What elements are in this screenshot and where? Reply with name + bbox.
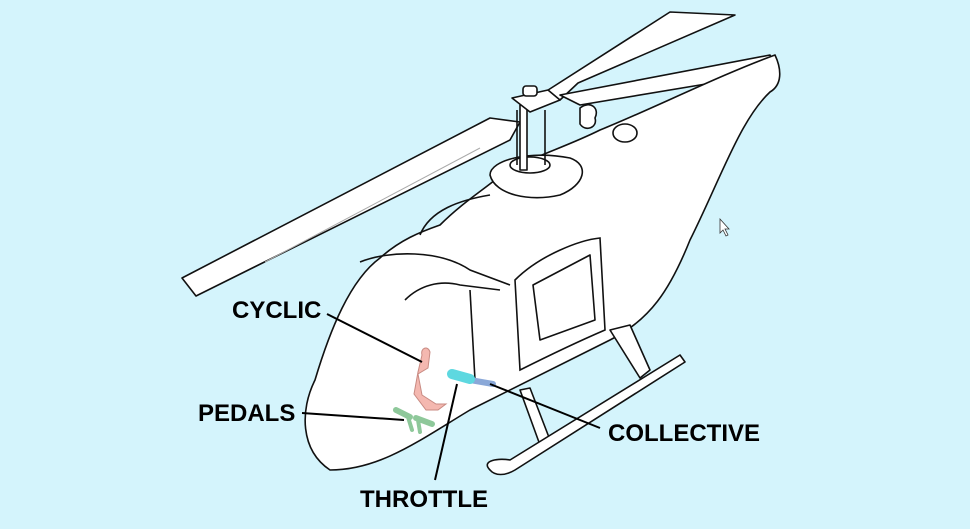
cyclic-label: CYCLIC — [232, 297, 321, 324]
fuselage — [304, 54, 781, 471]
main-rotor-blade-left — [181, 117, 521, 297]
throttle-control — [447, 369, 475, 384]
mouse-cursor-icon — [719, 217, 730, 237]
pedals-label: PEDALS — [198, 400, 295, 427]
collective-label: COLLECTIVE — [608, 420, 760, 447]
pedals-control — [393, 407, 435, 434]
cyclic-control — [413, 347, 448, 411]
collective-leader-line — [489, 383, 601, 429]
throttle-label: THROTTLE — [360, 486, 488, 513]
throttle-leader-line — [434, 383, 458, 481]
rotor-mast — [511, 85, 561, 171]
landing-skids — [486, 324, 686, 476]
cyclic-leader-line — [326, 313, 423, 363]
pedals-leader-line — [301, 412, 405, 421]
